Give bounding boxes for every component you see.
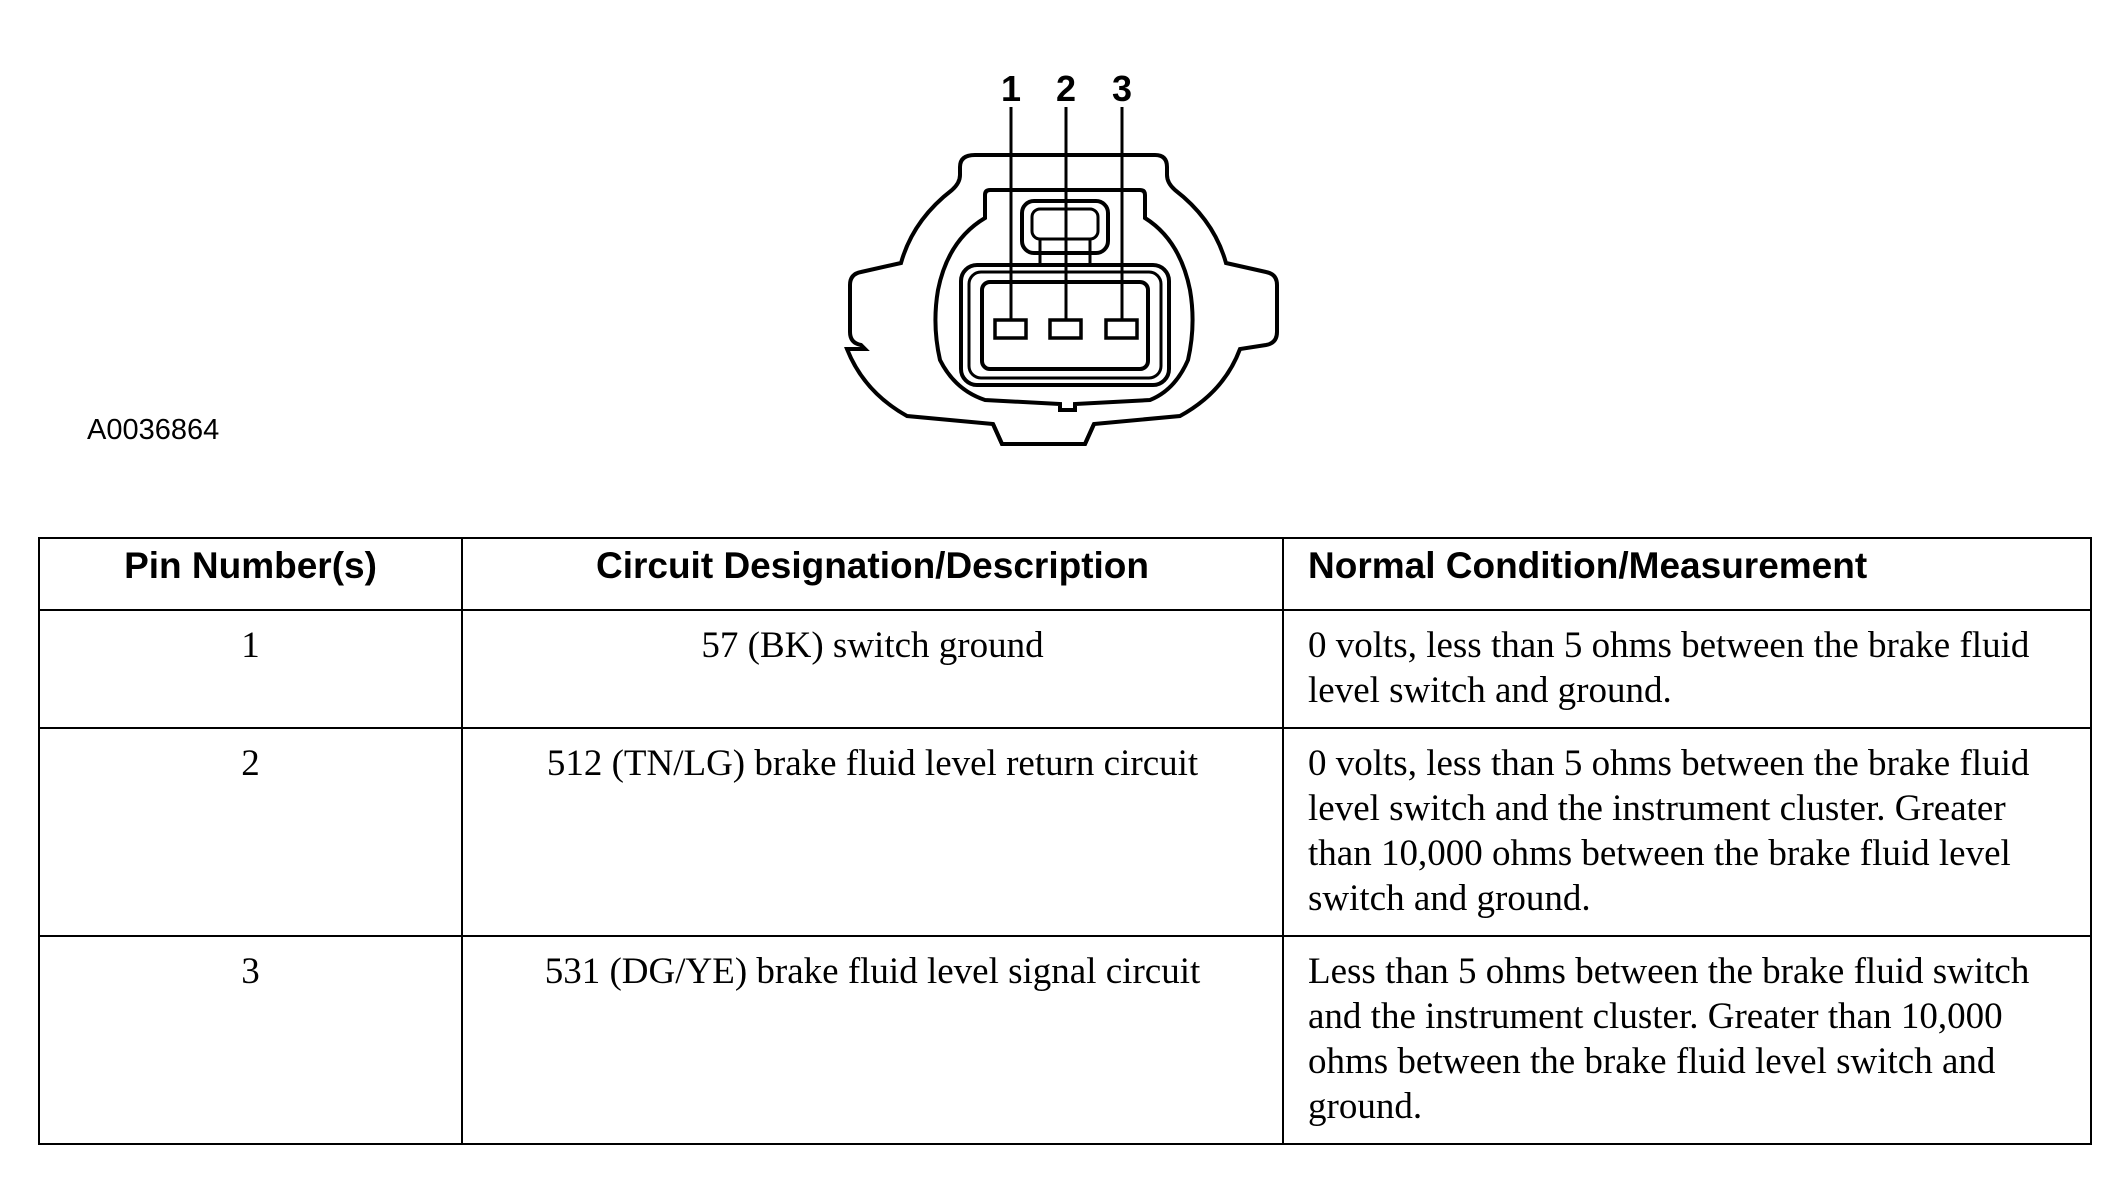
terminal-pin-3 [1104,318,1139,340]
cell-circuit-description: 57 (BK) switch ground [461,609,1284,729]
cell-pin-number: 1 [38,609,463,729]
pin-label-3: 3 [1112,68,1132,109]
header-normal-condition: Normal Condition/Measurement [1282,537,2092,611]
table-header-row: Pin Number(s) Circuit Designation/Descri… [38,537,2092,611]
cell-pin-number: 2 [38,727,463,937]
connector-bottom-tab [991,423,1096,446]
pin-label-1: 1 [1001,68,1021,109]
cell-circuit-description: 531 (DG/YE) brake fluid level signal cir… [461,935,1284,1145]
table-row: 3 531 (DG/YE) brake fluid level signal c… [38,935,2092,1145]
table-row: 1 57 (BK) switch ground 0 volts, less th… [38,609,2092,729]
connector-diagram: 1 2 3 [844,68,1279,446]
cell-normal-condition: Less than 5 ohms between the brake fluid… [1282,935,2092,1145]
connector-outer-housing [844,153,1279,446]
terminal-pin-1 [993,318,1028,340]
connector-inner-housing [933,188,1195,412]
pin-label-2: 2 [1056,68,1076,109]
terminal-pin-2 [1048,318,1083,340]
header-pin-number: Pin Number(s) [38,537,463,611]
pin-table: Pin Number(s) Circuit Designation/Descri… [38,537,2092,1145]
figure-id: A0036864 [87,414,220,446]
cell-normal-condition: 0 volts, less than 5 ohms between the br… [1282,609,2092,729]
cell-circuit-description: 512 (TN/LG) brake fluid level return cir… [461,727,1284,937]
cell-pin-number: 3 [38,935,463,1145]
table-row: 2 512 (TN/LG) brake fluid level return c… [38,727,2092,937]
cell-normal-condition: 0 volts, less than 5 ohms between the br… [1282,727,2092,937]
header-circuit-description: Circuit Designation/Description [461,537,1284,611]
